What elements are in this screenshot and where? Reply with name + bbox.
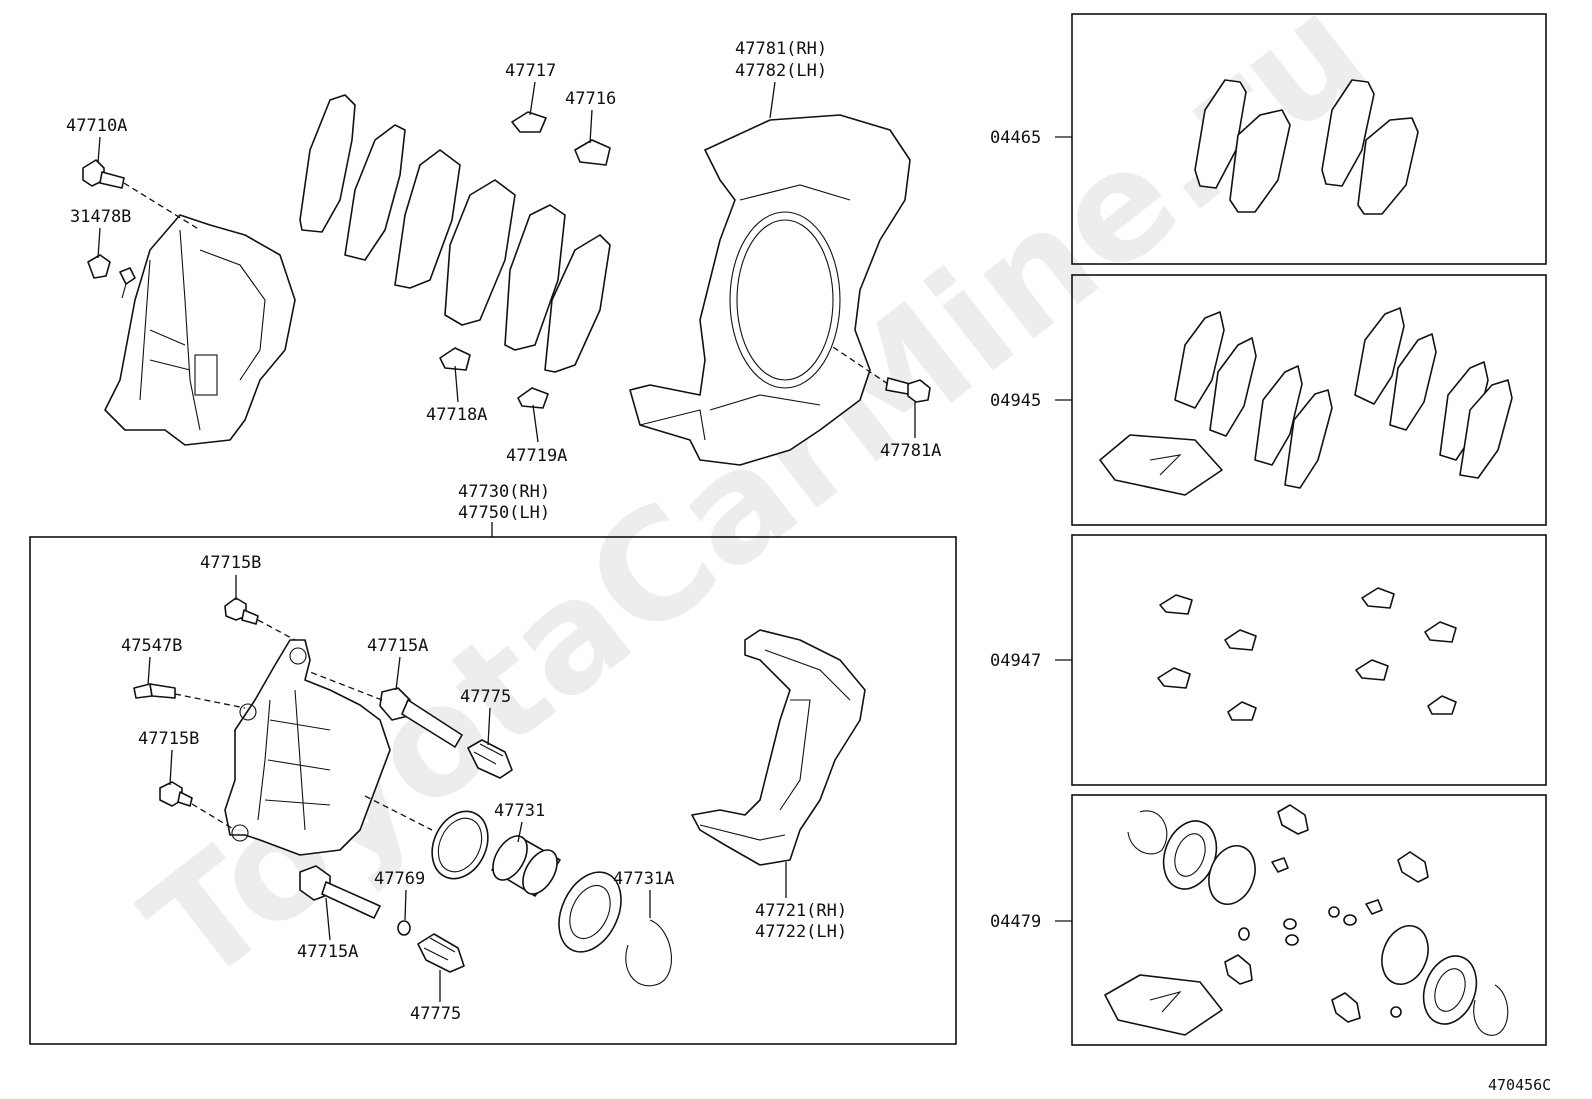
kit-04947-frame [1071, 534, 1547, 786]
boot-47775-bot [417, 933, 465, 973]
label-kit-04479: 04479 [990, 912, 1041, 932]
label-47731: 47731 [494, 801, 545, 821]
bleeder-31478b [87, 254, 111, 279]
kit-04465-frame [1071, 13, 1547, 265]
label-47730-rh: 47730(RH) [458, 482, 550, 502]
bushing-47769 [397, 920, 411, 936]
bolt-47710a [82, 159, 125, 189]
label-47722-lh: 47722(LH) [755, 922, 847, 942]
label-47547b: 47547B [121, 636, 182, 656]
label-47715a-top: 47715A [367, 636, 428, 656]
label-47781-rh: 47781(RH) [735, 39, 827, 59]
label-47716: 47716 [565, 89, 616, 109]
label-47719a: 47719A [506, 446, 567, 466]
set-ring-47731a [625, 919, 672, 987]
label-47715b-mid: 47715B [138, 729, 199, 749]
label-kit-04947: 04947 [990, 651, 1041, 671]
label-47750-lh: 47750(LH) [458, 503, 550, 523]
label-47782-lh: 47782(LH) [735, 61, 827, 81]
clip-47716 [574, 139, 611, 166]
clip-47719a [517, 387, 549, 409]
leader-lines [97, 81, 1072, 1002]
bolt-47781a [885, 377, 931, 403]
kit-04947-clips [1157, 587, 1457, 721]
label-47717: 47717 [505, 61, 556, 81]
label-kit-04945: 04945 [990, 391, 1041, 411]
piston-seal [431, 810, 489, 880]
caliper-body-top [104, 214, 296, 446]
label-47769: 47769 [374, 869, 425, 889]
bolt-47715b-mid [159, 781, 193, 807]
piston-boot [558, 871, 622, 953]
brake-pads-top [299, 94, 611, 373]
kit-04479-seals [1104, 804, 1509, 1036]
kit-04465-pads [1194, 79, 1419, 215]
label-47710a: 47710A [66, 116, 127, 136]
label-47715a-bot: 47715A [297, 942, 358, 962]
label-47718a: 47718A [426, 405, 487, 425]
label-47781a: 47781A [880, 441, 941, 461]
label-47715b-top: 47715B [200, 553, 261, 573]
part-labels: 47710A 31478B 47717 47716 47781(RH) 4778… [66, 39, 1551, 1094]
boot-47775-top [467, 739, 513, 779]
piston-47731 [491, 835, 561, 897]
caliper-mounting [691, 629, 866, 866]
guide-pin-47715a-top [379, 687, 463, 748]
label-47775-bot: 47775 [410, 1004, 461, 1024]
dust-shield [629, 114, 911, 466]
kit-04479-frame [1071, 794, 1547, 1046]
guide-pin-47715a-bot [299, 865, 381, 919]
caliper-kit-frame [29, 536, 957, 1045]
bleeder-47547b [133, 683, 176, 699]
bolt-47715b-top [224, 597, 259, 625]
figure-id: 470456C [1488, 1076, 1551, 1094]
label-47775-top: 47775 [460, 687, 511, 707]
label-47731a: 47731A [613, 869, 674, 889]
clip-47718a [439, 347, 471, 371]
clip-47717 [511, 111, 547, 133]
kit-04945-pads [1099, 307, 1513, 496]
label-kit-04465: 04465 [990, 128, 1041, 148]
label-47721-rh: 47721(RH) [755, 901, 847, 921]
label-31478b: 31478B [70, 207, 131, 227]
